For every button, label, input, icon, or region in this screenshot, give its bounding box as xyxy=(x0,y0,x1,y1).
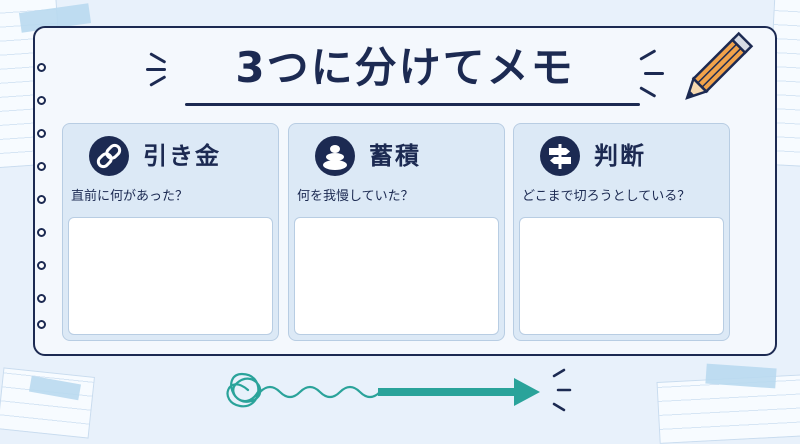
memo-input-area[interactable] xyxy=(68,217,273,335)
column-question: 直前に何があった？ xyxy=(71,189,189,204)
emphasis-mark xyxy=(644,72,664,75)
memo-input-area[interactable] xyxy=(294,217,499,335)
binder-hole xyxy=(37,129,46,138)
column-judgment: 判断 どこまで切ろうとしている？ xyxy=(513,123,730,341)
column-accumulation: 蓄積 何を我慢していた？ xyxy=(288,123,505,341)
signpost-icon xyxy=(540,136,580,176)
binder-hole xyxy=(37,294,46,303)
pencil-icon xyxy=(685,31,754,100)
column-question: 何を我慢していた？ xyxy=(297,189,414,204)
column-trigger: 引き金 直前に何があった？ xyxy=(62,123,279,341)
memo-input-area[interactable] xyxy=(519,217,724,335)
column-title: 引き金 xyxy=(143,142,221,170)
column-question: どこまで切ろうとしている？ xyxy=(522,189,691,204)
binder-hole xyxy=(37,195,46,204)
binder-hole xyxy=(37,261,46,270)
scribble-arrow-icon xyxy=(226,368,572,412)
page-title: 3つに分けてメモ xyxy=(235,43,575,92)
link-icon xyxy=(89,136,129,176)
binder-hole xyxy=(37,63,46,72)
binder-hole xyxy=(37,228,46,237)
title-underline xyxy=(185,103,640,106)
binder-hole xyxy=(37,96,46,105)
binder-hole xyxy=(37,320,46,329)
column-title: 判断 xyxy=(594,142,646,170)
stacked-stones-icon xyxy=(315,136,355,176)
column-title: 蓄積 xyxy=(369,142,421,170)
binder-hole xyxy=(37,162,46,171)
emphasis-mark xyxy=(146,68,166,71)
